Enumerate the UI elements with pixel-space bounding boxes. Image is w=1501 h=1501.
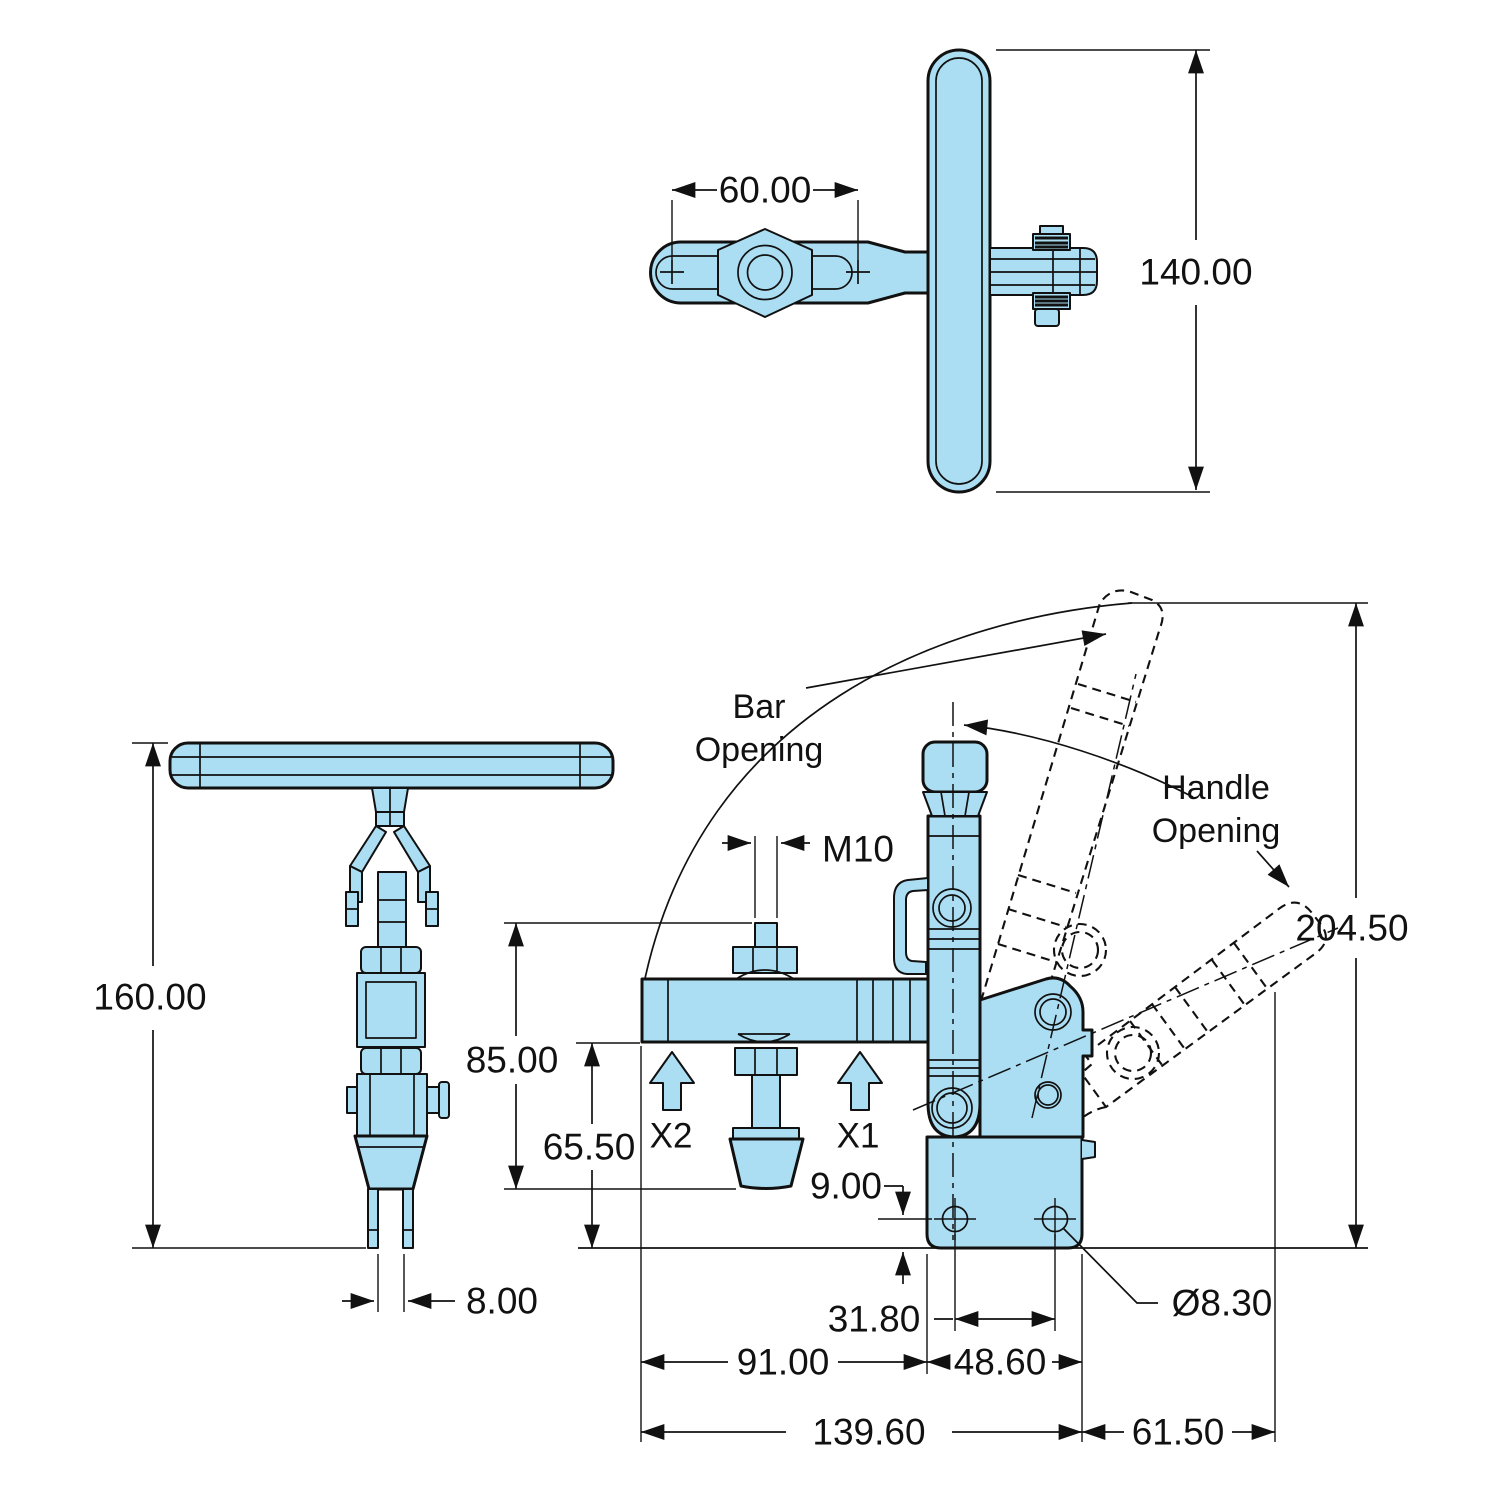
handle-opening-leader [1256, 850, 1290, 888]
dim-60: 60.00 [671, 170, 859, 260]
dim-text-139-6: 139.60 [812, 1412, 925, 1453]
arm-nut-washer [737, 244, 793, 301]
dim-hole-dia: Ø8.30 [1062, 1227, 1273, 1324]
dim-204-5: 204.50 [1128, 602, 1409, 1248]
label-x1: X1 [837, 1117, 880, 1156]
dim-text-140: 140.00 [1139, 252, 1252, 293]
column-cap [921, 740, 989, 794]
dim-text-31-8: 31.80 [828, 1299, 921, 1340]
side-screw-cap [438, 1081, 450, 1119]
stop-hook [893, 877, 929, 975]
label-handle-opening-1: Handle [1162, 769, 1270, 807]
base-step-tab [1081, 1139, 1096, 1160]
dim-160: 160.00 [93, 742, 366, 1249]
dim-91-48-6: 91.00 48.60 [640, 1046, 1083, 1442]
foot-side-view [353, 1134, 429, 1191]
dim-139-6-61-5: 139.60 61.50 [641, 992, 1276, 1453]
foot-flange [732, 1127, 800, 1140]
slot-center-marks [660, 260, 870, 284]
force-arrow-x2 [649, 1051, 695, 1111]
link-arm-left [349, 825, 387, 873]
side-view: 160.00 8.00 [93, 741, 615, 1322]
dim-85: 85.00 [466, 922, 752, 1190]
column-cap-neck [922, 791, 988, 817]
bar-opening-arc [642, 602, 1133, 989]
plate-hole-lower [1034, 1081, 1062, 1109]
dim-8: 8.00 [342, 1254, 538, 1322]
clamp-bar-front-view [640, 977, 930, 1044]
hex-nut-lower [360, 1047, 422, 1075]
side-screw-left [346, 1086, 358, 1114]
dim-text-9: 9.00 [810, 1166, 882, 1207]
dim-140: 140.00 [996, 49, 1253, 493]
center-rod [377, 871, 407, 948]
spindle-stud [754, 922, 778, 948]
toggle-axis-centerline [912, 927, 1339, 1111]
base-mounting-holes [934, 1198, 1076, 1240]
label-bar-opening-2: Opening [695, 731, 824, 769]
handle-closed-position-dashed [1046, 901, 1327, 1135]
dim-text-m10: M10 [822, 829, 894, 870]
dim-9: 9.00 [810, 1166, 932, 1284]
label-x2: X2 [650, 1117, 693, 1156]
dim-m10: M10 [722, 829, 894, 918]
dim-text-48-6: 48.60 [954, 1342, 1047, 1383]
spindle-nut-lower [734, 1047, 798, 1076]
hex-nut-upper [360, 946, 422, 974]
t-handle-side-view [168, 741, 615, 790]
handle-bar-top-view [926, 48, 992, 494]
dim-text-8: 8.00 [466, 1281, 538, 1322]
column-hole-upper [932, 888, 972, 928]
link-arm-right [393, 825, 431, 873]
dim-31-8: 31.80 [828, 1234, 1056, 1340]
spindle-shaft [751, 1074, 781, 1129]
spindle-assembly [728, 922, 805, 1190]
lower-block [356, 1073, 428, 1137]
arm-hex-nut [717, 228, 813, 318]
handle-bar-inner-line [935, 57, 983, 485]
bracket-screw-stem [1034, 308, 1060, 327]
handle-opening-label: Handle Opening [1152, 769, 1290, 888]
dim-text-61-5: 61.50 [1132, 1412, 1225, 1453]
top-view: 60.00 140.00 [649, 48, 1253, 494]
bracket-screw-top-cap [1039, 225, 1064, 235]
front-view: X2 X1 Bar Opening Handle Opening M10 85.… [466, 589, 1409, 1453]
dim-text-8-3: Ø8.30 [1172, 1283, 1273, 1324]
dim-text-160: 160.00 [93, 977, 206, 1018]
bar-opening-label: Bar Opening [695, 630, 1107, 769]
body-block [356, 972, 426, 1048]
column-pivot-hole [931, 1087, 973, 1129]
arm-nut-bore [746, 254, 784, 291]
force-arrow-x1 [837, 1051, 883, 1111]
dim-text-65-5: 65.50 [543, 1127, 636, 1168]
rubber-foot [728, 1137, 805, 1190]
dim-65-5: 65.50 [543, 1042, 640, 1248]
handle-opening-arc [963, 719, 1194, 798]
label-handle-opening-2: Opening [1152, 812, 1281, 850]
open-handle-centerline [1031, 673, 1137, 1119]
prong-left [367, 1188, 379, 1249]
dim-text-85: 85.00 [466, 1040, 559, 1081]
spindle-nut-upper [732, 946, 798, 974]
dim-text-204-5: 204.50 [1295, 908, 1408, 949]
dim-text-91: 91.00 [737, 1342, 830, 1383]
dim-text-60: 60.00 [719, 170, 812, 211]
label-bar-opening-1: Bar [733, 688, 786, 726]
prong-right [402, 1188, 414, 1249]
bar-opening-leader [805, 630, 1107, 689]
